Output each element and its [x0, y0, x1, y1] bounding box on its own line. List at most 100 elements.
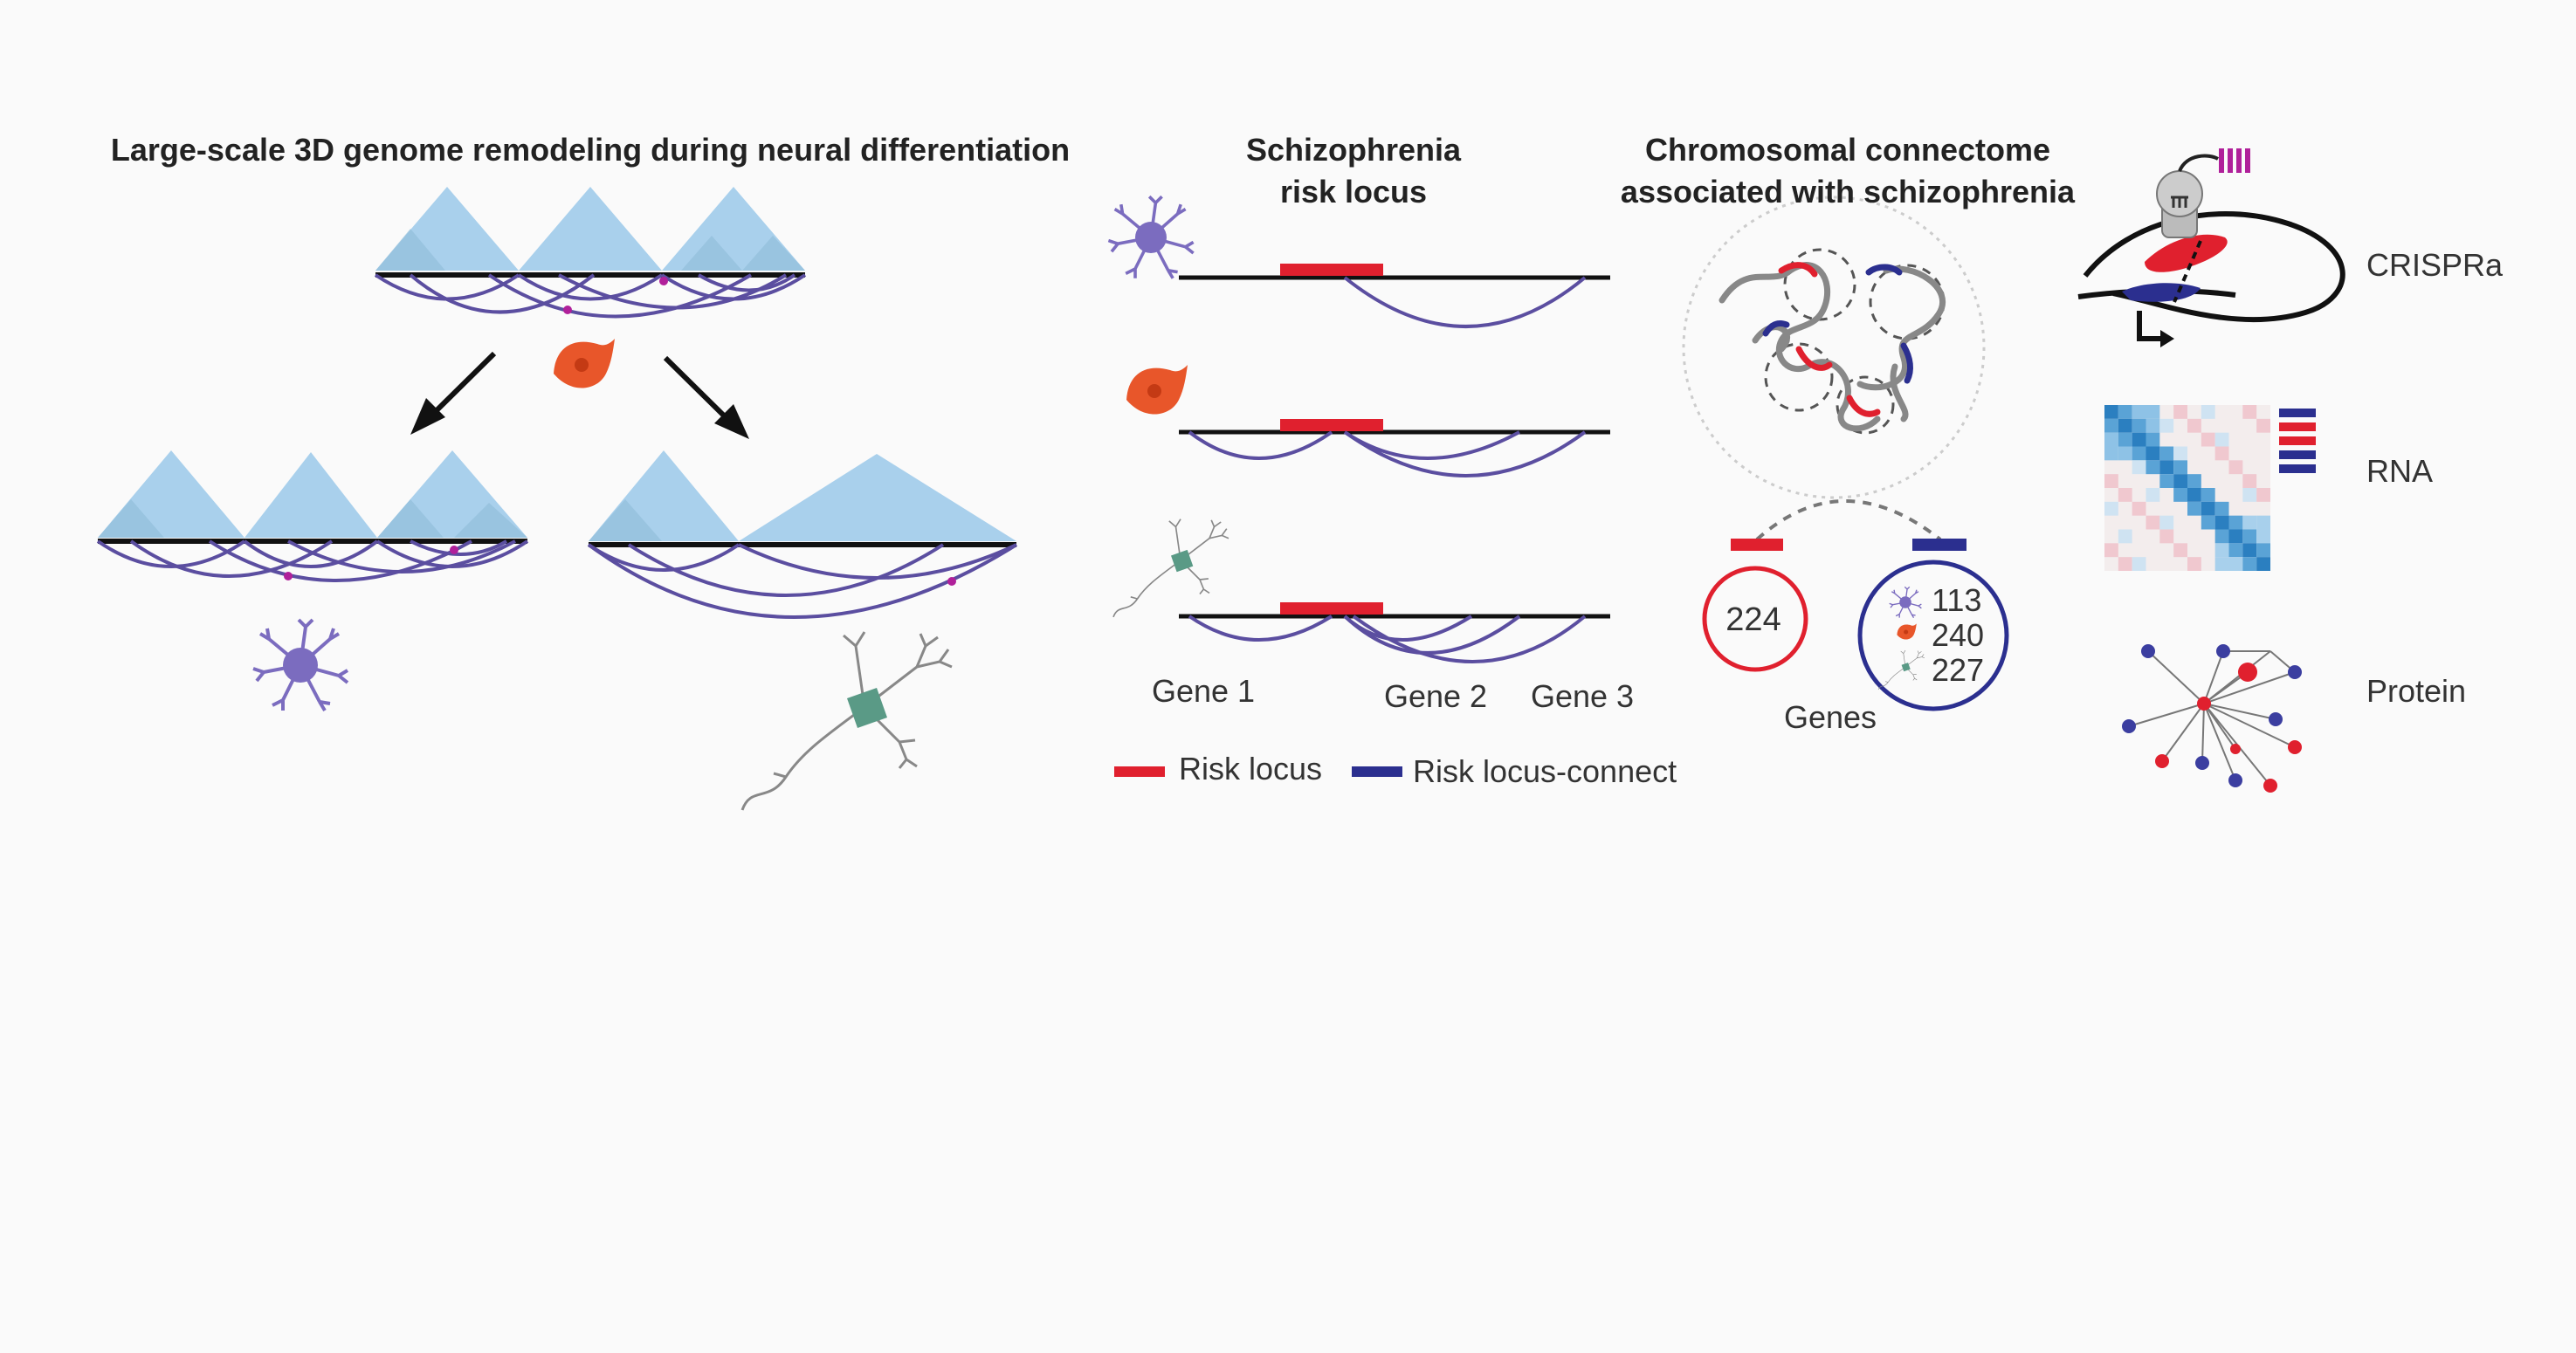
- heatmap-cell: [2104, 501, 2118, 516]
- heatmap-cell: [2256, 418, 2270, 433]
- protein-label: Protein: [2366, 673, 2466, 709]
- heatmap-cell: [2256, 557, 2270, 571]
- glia-cell-icon: [251, 618, 349, 712]
- risk-locus-bar: [1280, 264, 1383, 276]
- risk-locus-bar: [1280, 419, 1383, 431]
- rna-label: RNA: [2366, 453, 2433, 489]
- heatmap-cell: [2132, 418, 2146, 433]
- heatmap-cell: [2132, 501, 2146, 516]
- heatmap-cell: [2159, 474, 2174, 488]
- left-arrow: [410, 351, 497, 435]
- protein-network: [2122, 644, 2302, 793]
- heatmap-cell: [2118, 529, 2132, 544]
- heatmap-cell: [2214, 515, 2229, 530]
- heatmap-cell: [2214, 501, 2229, 516]
- heatmap-cell: [2146, 432, 2160, 447]
- heatmap-cell: [2201, 432, 2215, 447]
- npc-cell-icon: [1897, 623, 1917, 640]
- heatmap-cell: [2159, 418, 2174, 433]
- heatmap-cell: [2173, 460, 2187, 475]
- glia-gene-count: 113: [1932, 582, 1981, 618]
- legend-risk-label: Risk locus: [1179, 751, 1322, 786]
- npc-cell-icon: [554, 339, 615, 388]
- rna-heatmap: [2104, 405, 2316, 571]
- loop-arcs: [374, 273, 807, 319]
- heatmap-cell: [2146, 405, 2160, 419]
- heatmap-cell: [2228, 529, 2243, 544]
- heatmap-cell: [2214, 543, 2229, 558]
- connect-gene-circle: [1857, 560, 2009, 711]
- heatmap-cell: [2242, 515, 2257, 530]
- legend-connect-label: Risk locus-connect: [1413, 753, 1677, 789]
- risk-gene-circle: [1702, 566, 1808, 672]
- heatmap-cell: [2104, 446, 2118, 461]
- heatmap-cell: [2118, 488, 2132, 502]
- heatmap-cell: [2201, 488, 2215, 502]
- heatmap-cell: [2159, 529, 2174, 544]
- risk-gene-count: 224: [1725, 601, 1780, 638]
- heatmap-cell: [2256, 515, 2270, 530]
- heatmap-cell: [2242, 543, 2257, 558]
- neuron-gene-count: 227: [1932, 652, 1984, 688]
- heatmap-cell: [2118, 418, 2132, 433]
- heatmap-cell: [2228, 543, 2243, 558]
- heatmap-cell: [2104, 418, 2118, 433]
- neuron-locus-track: [1179, 602, 1610, 663]
- risk-locus-title-line2: risk locus: [1280, 174, 1427, 209]
- connectome-title-line1: Chromosomal connectome: [1645, 132, 2050, 168]
- heatmap-cell: [2242, 529, 2257, 544]
- neuron-cell-icon: [740, 630, 954, 812]
- right-arrow: [663, 355, 749, 439]
- heatmap-cell: [2173, 405, 2187, 419]
- crispra-label: CRISPRa: [2366, 247, 2504, 283]
- heatmap-cell: [2242, 474, 2257, 488]
- npc-gene-count: 240: [1932, 617, 1984, 653]
- heatmap-cell: [2173, 474, 2187, 488]
- heatmap-cell: [2187, 557, 2201, 571]
- heatmap-cell: [2132, 432, 2146, 447]
- heatmap-cell: [2256, 488, 2270, 502]
- heatmap-cell: [2201, 515, 2215, 530]
- heatmap-cell: [2214, 529, 2229, 544]
- heatmap-cell: [2118, 557, 2132, 571]
- remodeling-title: Large-scale 3D genome remodeling during …: [111, 132, 1070, 168]
- heatmap-cell: [2159, 446, 2174, 461]
- heatmap-cell: [2132, 557, 2146, 571]
- tad-triangle: [519, 187, 662, 271]
- heatmap-cell: [2242, 557, 2257, 571]
- heatmap-cell: [2242, 405, 2257, 419]
- heatmap-cell: [2228, 460, 2243, 475]
- neuron-tad-track: [587, 450, 1018, 619]
- heatmap-cell: [2256, 529, 2270, 544]
- risk-locus-bar: [1280, 602, 1383, 615]
- heatmap-cell: [2118, 446, 2132, 461]
- glia-tad-track: [96, 450, 529, 582]
- heatmap-cell: [2146, 446, 2160, 461]
- neuron-cell-icon: [1112, 518, 1229, 618]
- heatmap-cell: [2104, 543, 2118, 558]
- neuron-cell-icon: [1877, 649, 1925, 690]
- heatmap-cell: [2104, 474, 2118, 488]
- heatmap-cell: [2118, 432, 2132, 447]
- heatmap-cell: [2173, 543, 2187, 558]
- connect-gene-bar: [1912, 539, 1966, 551]
- heatmap-cell: [2132, 405, 2146, 419]
- heatmap-cell: [2159, 515, 2174, 530]
- heatmap-cell: [2187, 418, 2201, 433]
- heatmap-cell: [2228, 515, 2243, 530]
- risk-locus-title-line1: Schizophrenia: [1246, 132, 1462, 168]
- heatmap-cell: [2214, 557, 2229, 571]
- heatmap-cell: [2187, 488, 2201, 502]
- heatmap-cell: [2146, 488, 2160, 502]
- heatmap-cell: [2201, 501, 2215, 516]
- heatmap-cell: [2159, 460, 2174, 475]
- heatmap-cell: [2187, 501, 2201, 516]
- gene-1-label: Gene 1: [1152, 673, 1255, 709]
- legend-connect-swatch: [1352, 766, 1402, 777]
- gene-3-label: Gene 3: [1531, 678, 1634, 714]
- glia-cell-icon: [1888, 586, 1923, 619]
- crispra-icon: [2077, 148, 2345, 347]
- genes-label: Genes: [1784, 699, 1877, 735]
- gene-2-label: Gene 2: [1384, 678, 1487, 714]
